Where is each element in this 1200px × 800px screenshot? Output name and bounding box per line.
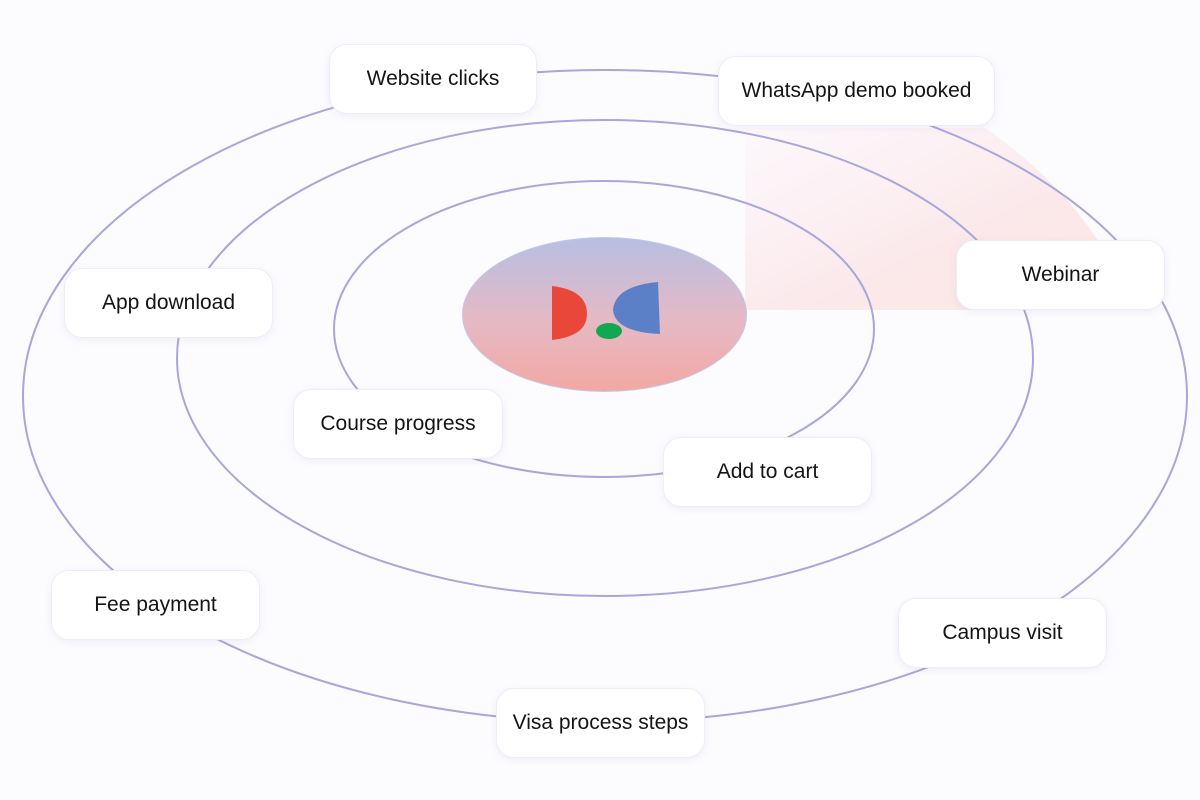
- logo-red-shape: [552, 286, 587, 340]
- node-label: WhatsApp demo booked: [741, 79, 972, 102]
- node-webinar[interactable]: Webinar: [956, 240, 1165, 310]
- node-website-clicks[interactable]: Website clicks: [329, 44, 537, 114]
- center-hub: [462, 237, 747, 392]
- app-logo-icon: [552, 282, 660, 340]
- inner-orbit: [333, 180, 875, 478]
- node-fee-payment[interactable]: Fee payment: [51, 570, 260, 640]
- node-label: Course progress: [320, 412, 476, 435]
- node-add-to-cart[interactable]: Add to cart: [663, 437, 872, 507]
- node-visa-process-steps[interactable]: Visa process steps: [496, 688, 705, 758]
- logo-blue-shape: [613, 282, 660, 334]
- node-course-progress[interactable]: Course progress: [293, 389, 503, 459]
- node-label: Webinar: [1021, 263, 1100, 286]
- node-whatsapp-demo-booked[interactable]: WhatsApp demo booked: [718, 56, 995, 126]
- middle-orbit: [176, 119, 1034, 597]
- node-label: Campus visit: [942, 621, 1063, 644]
- node-label: Visa process steps: [512, 711, 689, 734]
- node-label: App download: [101, 291, 236, 314]
- node-campus-visit[interactable]: Campus visit: [898, 598, 1107, 668]
- logo-green-dot: [596, 323, 622, 339]
- node-label: Fee payment: [94, 593, 217, 616]
- node-label: Add to cart: [716, 460, 819, 483]
- node-app-download[interactable]: App download: [64, 268, 273, 338]
- node-label: Website clicks: [366, 67, 500, 90]
